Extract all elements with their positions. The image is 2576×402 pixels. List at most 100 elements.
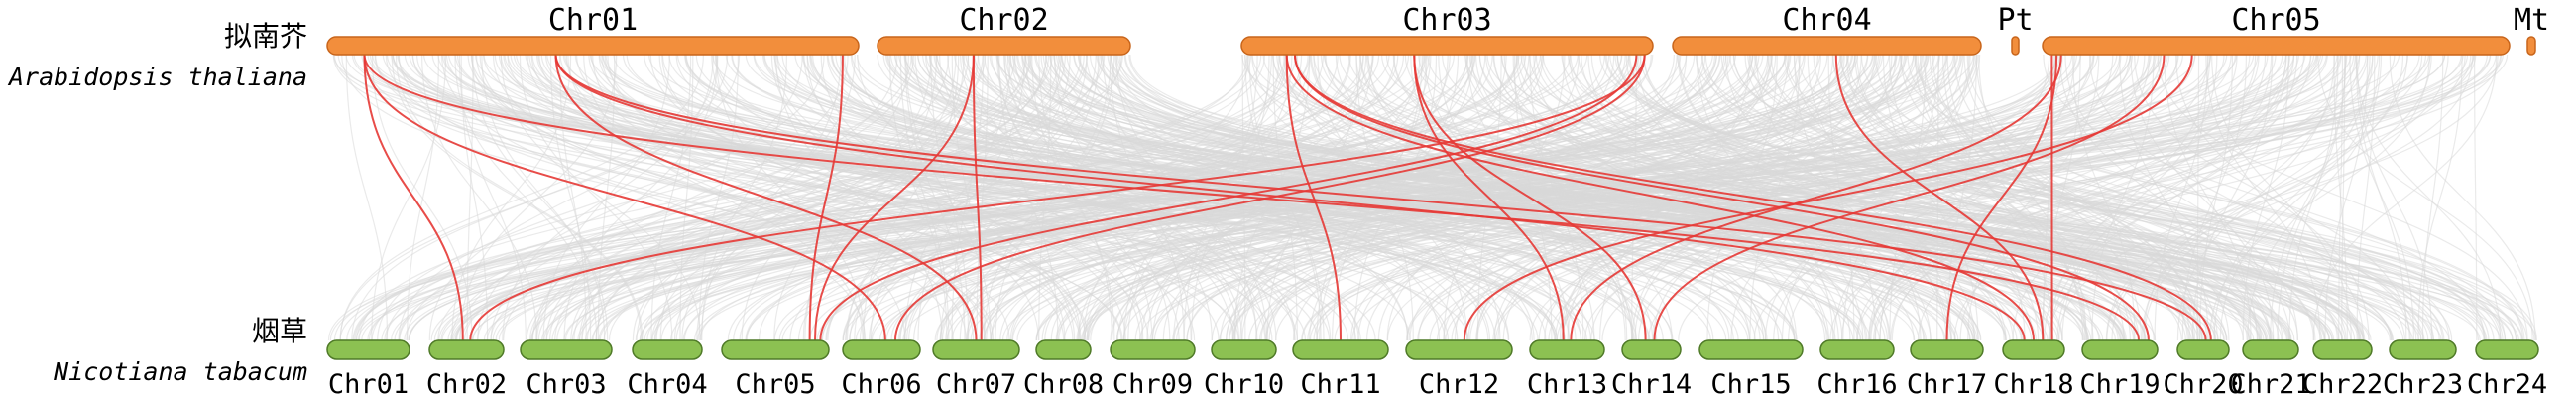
- background-link: [573, 54, 1122, 341]
- bottom-chromosome-label: Chr16: [1816, 369, 1897, 400]
- background-link: [1868, 54, 2295, 341]
- background-link: [820, 54, 1082, 341]
- background-link: [456, 54, 1796, 341]
- background-link: [2157, 54, 2528, 341]
- background-link: [477, 54, 803, 341]
- background-link: [333, 54, 1765, 341]
- background-link: [773, 54, 957, 341]
- bottom-chromosome-label: Chr20: [2163, 369, 2243, 400]
- highlighted-link: [894, 54, 1646, 341]
- background-link: [1890, 54, 2287, 341]
- bottom-chromosome-label: Chr23: [2383, 369, 2463, 400]
- background-link: [1601, 54, 2379, 341]
- background-link: [1025, 54, 1213, 341]
- highlighted-link: [1285, 54, 1342, 341]
- background-link: [1978, 54, 2087, 341]
- background-link: [1466, 54, 1626, 341]
- bottom-chromosome-chr24: [2475, 339, 2539, 360]
- background-links: [327, 54, 2537, 341]
- highlighted-link: [554, 54, 978, 341]
- top-chromosome-label: Mt: [2514, 3, 2549, 38]
- background-link: [698, 54, 739, 341]
- background-link: [1842, 54, 1940, 341]
- top-chromosome-mt: [2526, 36, 2536, 56]
- background-link: [1038, 54, 1052, 341]
- highlighted-link: [363, 54, 464, 341]
- top-chromosome-label: Chr04: [1782, 3, 1871, 38]
- background-link: [2209, 54, 2430, 341]
- bottom-chromosome-label: Chr14: [1611, 369, 1692, 400]
- bottom-chromosome-chr08: [1035, 339, 1092, 360]
- background-link: [339, 54, 704, 341]
- bottom-chromosome-chr02: [428, 339, 505, 360]
- background-link: [483, 54, 2429, 341]
- background-link: [1918, 54, 2311, 341]
- top-chromosome-chr05: [2042, 36, 2511, 56]
- background-link: [1183, 54, 1258, 341]
- background-link: [392, 54, 2333, 341]
- bottom-chromosome-chr22: [2312, 339, 2373, 360]
- background-link: [1773, 54, 2114, 341]
- background-link: [1932, 54, 2191, 341]
- background-link: [397, 54, 1916, 341]
- background-link: [661, 54, 1081, 341]
- background-link: [483, 54, 1587, 341]
- background-link: [1696, 54, 1834, 341]
- bottom-chromosome-chr18: [2002, 339, 2065, 360]
- background-link: [341, 54, 993, 341]
- background-link: [2270, 54, 2347, 341]
- bottom-chromosome-label: Chr07: [936, 369, 1016, 400]
- background-link: [2181, 54, 2247, 341]
- background-link: [675, 54, 1469, 341]
- background-link: [2191, 54, 2274, 341]
- top-chromosome-label: Chr03: [1402, 3, 1491, 38]
- background-link: [586, 54, 1297, 341]
- background-link: [1060, 54, 2292, 341]
- highlighted-link: [1294, 54, 2212, 341]
- background-link: [2421, 54, 2444, 341]
- highlighted-link: [554, 54, 2207, 341]
- highlighted-link: [363, 54, 886, 341]
- background-link: [2056, 54, 2290, 341]
- background-link: [2164, 54, 2252, 341]
- highlighted-link: [469, 54, 1646, 341]
- background-link: [1807, 54, 1952, 341]
- bottom-chromosome-label: Chr04: [627, 369, 707, 400]
- bottom-chromosome-chr15: [1698, 339, 1804, 360]
- bottom-chromosome-label: Chr18: [1993, 369, 2073, 400]
- background-link: [2341, 54, 2346, 341]
- bottom-chromosome-chr12: [1405, 339, 1513, 360]
- background-link: [649, 54, 1149, 341]
- background-link: [914, 54, 1144, 341]
- background-link: [991, 54, 1714, 341]
- background-link: [2355, 54, 2502, 341]
- background-link: [1567, 54, 2486, 341]
- bottom-chromosome-label: Chr21: [2230, 369, 2310, 400]
- background-link: [984, 54, 1112, 341]
- bottom-chromosome-chr14: [1621, 339, 1682, 360]
- background-link: [1503, 54, 1891, 341]
- background-link: [1056, 54, 2018, 341]
- background-link: [1599, 54, 1751, 341]
- background-link: [905, 54, 992, 341]
- background-link: [696, 54, 909, 341]
- bottom-chromosome-chr16: [1819, 339, 1895, 360]
- background-link: [1176, 54, 2156, 341]
- top-chromosome-chr02: [877, 36, 1131, 56]
- background-link: [398, 54, 954, 341]
- background-link: [408, 54, 1954, 341]
- bottom-chromosome-chr13: [1529, 339, 1605, 360]
- background-link: [353, 54, 1426, 341]
- background-link: [651, 54, 2228, 341]
- background-link: [904, 54, 2394, 341]
- background-link: [1241, 54, 2434, 341]
- background-link: [2057, 54, 2449, 341]
- background-link: [1599, 54, 2535, 341]
- background-link: [361, 54, 2317, 341]
- bottom-chromosome-label: Chr11: [1300, 369, 1380, 400]
- highlighted-link: [972, 54, 983, 341]
- background-link: [741, 54, 932, 341]
